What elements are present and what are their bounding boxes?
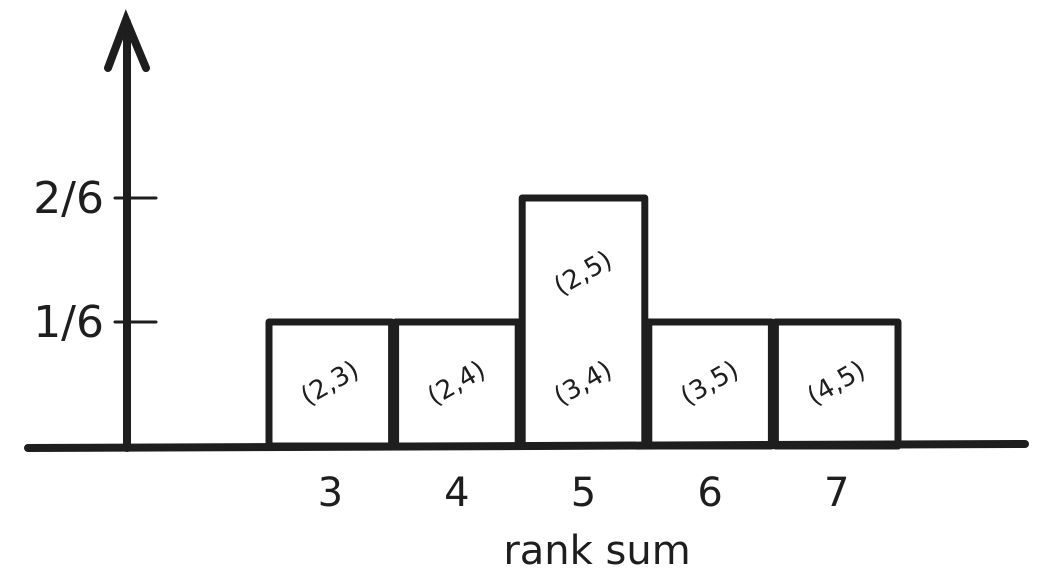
- y-axis-arrowhead: [104, 9, 150, 72]
- x-axis: [24, 440, 1029, 452]
- x-axis-label: rank sum: [503, 528, 690, 574]
- x-tick-label-6: 6: [697, 470, 722, 516]
- x-tick-label-4: 4: [444, 470, 469, 516]
- x-tick-label-5: 5: [571, 470, 596, 516]
- x-tick-label-3: 3: [318, 470, 343, 516]
- y-tick-label: 1/6: [33, 297, 104, 348]
- x-tick-label-7: 7: [824, 470, 849, 516]
- bar-4: [392, 318, 522, 450]
- x-ticks-group: 3 4 5 6 7: [318, 470, 850, 516]
- bar-5: [518, 194, 649, 450]
- bar-7: [771, 318, 902, 450]
- y-ticks-group: 1/6 2/6: [33, 173, 158, 348]
- y-tick-label: 2/6: [33, 173, 104, 224]
- bars-group: (2,3)(2,4)(2,5)(3,4)(3,5)(4,5): [265, 194, 902, 450]
